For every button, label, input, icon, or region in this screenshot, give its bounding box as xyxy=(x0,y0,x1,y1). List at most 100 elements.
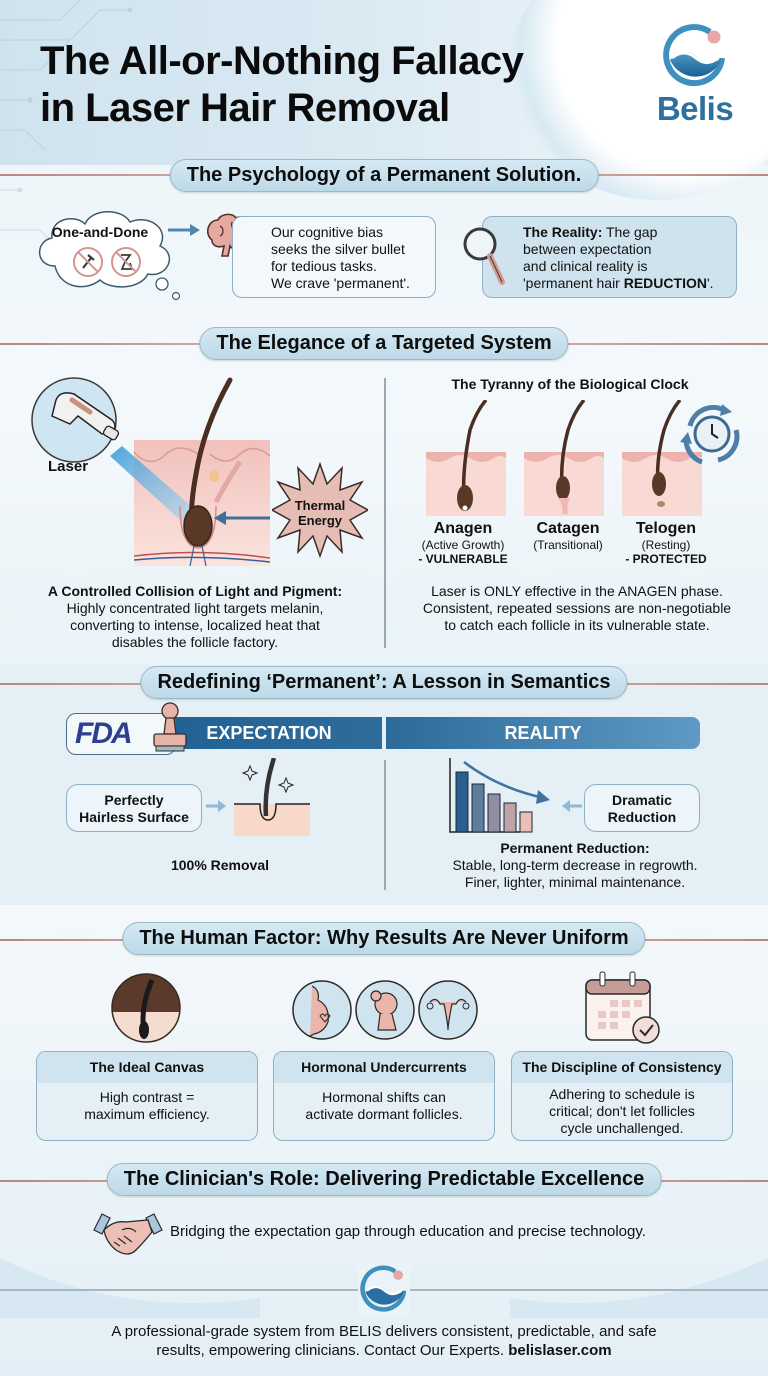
reality-text: '. xyxy=(706,275,714,291)
card-hormonal-undercurrents: Hormonal Undercurrents Hormonal shifts c… xyxy=(273,1051,495,1141)
card-ideal-canvas: The Ideal Canvas High contrast = maximum… xyxy=(36,1051,258,1141)
thermal-label-line: Energy xyxy=(297,513,343,528)
phase-name: Telogen xyxy=(635,520,697,537)
hair-follicle-icon xyxy=(111,973,181,1043)
section-title-human-factor: The Human Factor: Why Results Are Never … xyxy=(122,922,646,955)
phase-desc: (Active Growth) xyxy=(421,538,505,552)
footer-line: A professional-grade system from BELIS d… xyxy=(111,1323,657,1340)
no-razor-icon xyxy=(73,247,103,277)
reduction-bar-chart-icon xyxy=(449,758,550,833)
card-discipline-of-consistency: The Discipline of Consistency Adhering t… xyxy=(511,1051,733,1141)
dramatic-reduction-box: Dramatic Reduction xyxy=(584,784,700,832)
fda-text: FDA xyxy=(75,717,133,750)
section-title-psychology: The Psychology of a Permanent Solution. xyxy=(169,159,599,192)
card-line: critical; don't let follicles xyxy=(549,1103,695,1119)
reality-text: and clinical reality is xyxy=(523,258,648,274)
cloud-label: One-and-Done xyxy=(51,224,149,240)
website-link[interactable]: belislaser.com xyxy=(508,1342,612,1359)
caption-line: Finer, lighter, minimal maintenance. xyxy=(464,874,686,890)
belis-logo[interactable]: Belis xyxy=(650,22,740,128)
caption-line: Stable, long-term decrease in regrowth. xyxy=(452,857,698,873)
expectation-caption: 100% Removal xyxy=(170,857,270,873)
column-divider xyxy=(384,378,386,648)
phase-status: - PROTECTED xyxy=(625,552,707,566)
calendar-check-icon xyxy=(585,971,660,1044)
footer-text: A professional-grade system from BELIS d… xyxy=(0,1322,768,1360)
catagen-follicle xyxy=(524,400,604,516)
hair-growth-phases-diagram xyxy=(426,400,702,516)
phase-catagen: Catagen (Transitional) xyxy=(518,520,618,552)
thermal-label-line: Thermal xyxy=(294,498,346,513)
reality-label: The Reality: xyxy=(523,224,603,240)
bias-line: We crave 'permanent'. xyxy=(271,275,410,291)
reality-text: 'permanent hair xyxy=(523,275,624,291)
section-title-targeted-system: The Elegance of a Targeted System xyxy=(199,327,569,360)
caption-line: disables the follicle factory. xyxy=(111,634,279,650)
thermal-energy-label: Thermal Energy xyxy=(272,498,368,528)
expectation-label: EXPECTATION xyxy=(206,723,332,743)
section-title-semantics: Redefining ‘Permanent’: A Lesson in Sema… xyxy=(140,666,628,699)
title-line-1: The All-or-Nothing Fallacy xyxy=(40,39,524,83)
caption-line: Laser is ONLY effective in the ANAGEN ph… xyxy=(431,583,723,599)
box-line: Perfectly xyxy=(104,792,164,808)
box-line: Hairless Surface xyxy=(79,809,189,825)
arrow-right-icon xyxy=(168,224,200,236)
collision-caption: A Controlled Collision of Light and Pigm… xyxy=(20,583,370,651)
handshake-icon xyxy=(93,1213,163,1255)
cognitive-bias-box: Our cognitive bias seeks the silver bull… xyxy=(232,216,436,298)
follicle-laser-diagram xyxy=(31,377,271,567)
reality-text: between expectation xyxy=(523,241,652,257)
reality-box: The Reality: The gap between expectation… xyxy=(482,216,737,298)
belis-wave-logo-icon xyxy=(663,24,725,87)
magnifier-icon xyxy=(463,227,505,285)
caption-line: converting to intense, localized heat th… xyxy=(70,617,320,633)
belis-footer-logo-icon[interactable] xyxy=(358,1262,410,1318)
box-line: Reduction xyxy=(607,809,677,825)
card-title: Hormonal Undercurrents xyxy=(274,1052,494,1083)
card-line: High contrast = xyxy=(99,1089,195,1105)
card-line: activate dormant follicles. xyxy=(305,1106,463,1122)
caption-title: A Controlled Collision of Light and Pigm… xyxy=(47,583,343,599)
pregnancy-icon xyxy=(292,980,352,1040)
card-title: The Ideal Canvas xyxy=(37,1052,257,1083)
caption-line: Highly concentrated light targets melani… xyxy=(66,600,324,616)
phase-desc: (Transitional) xyxy=(533,538,603,552)
card-title: The Discipline of Consistency xyxy=(512,1052,732,1083)
footer-line: results, empowering clinicians. Contact … xyxy=(156,1342,509,1359)
card-line: maximum efficiency. xyxy=(84,1106,210,1122)
hairless-skin-icon xyxy=(234,758,310,836)
thought-cloud: One-and-Done xyxy=(30,206,181,311)
phase-desc: (Resting) xyxy=(641,538,691,552)
telogen-follicle xyxy=(622,400,702,516)
title-line-2: in Laser Hair Removal xyxy=(40,86,450,130)
caption-title: Permanent Reduction: xyxy=(500,840,650,856)
laser-label: Laser xyxy=(48,458,89,475)
phase-name: Catagen xyxy=(536,520,600,537)
phase-telogen: Telogen (Resting) - PROTECTED xyxy=(616,520,716,566)
bias-line: seeks the silver bullet xyxy=(271,241,405,257)
phase-anagen: Anagen (Active Growth) - VULNERABLE xyxy=(410,520,516,566)
anagen-follicle xyxy=(426,400,506,516)
bias-line: Our cognitive bias xyxy=(271,224,384,240)
card-line: cycle unchallenged. xyxy=(560,1120,684,1136)
no-wax-icon xyxy=(111,247,141,277)
column-divider xyxy=(384,760,386,890)
hormonal-icons xyxy=(292,980,478,1040)
reality-label: REALITY xyxy=(504,723,582,743)
footer-wave-decoration xyxy=(0,1258,768,1318)
cycle-clock-icon xyxy=(680,404,740,465)
box-line: Dramatic xyxy=(612,792,672,808)
bias-line: for tedious tasks. xyxy=(271,258,377,274)
card-line: Hormonal shifts can xyxy=(322,1089,446,1105)
clinician-role-text: Bridging the expectation gap through edu… xyxy=(170,1223,646,1240)
reality-text: The gap xyxy=(602,224,658,240)
thermal-energy-starburst-icon xyxy=(272,462,368,558)
uterus-icon xyxy=(418,980,478,1040)
caption-line: Consistent, repeated sessions are non-ne… xyxy=(422,600,732,616)
page-title: The All-or-Nothing Fallacy in Laser Hair… xyxy=(40,38,600,132)
reality-header: REALITY xyxy=(386,717,700,749)
card-line: Adhering to schedule is xyxy=(549,1086,695,1102)
caption-line: to catch each follicle in its vulnerable… xyxy=(444,617,710,633)
approval-stamp-icon xyxy=(153,702,187,752)
phase-name: Anagen xyxy=(433,520,493,537)
